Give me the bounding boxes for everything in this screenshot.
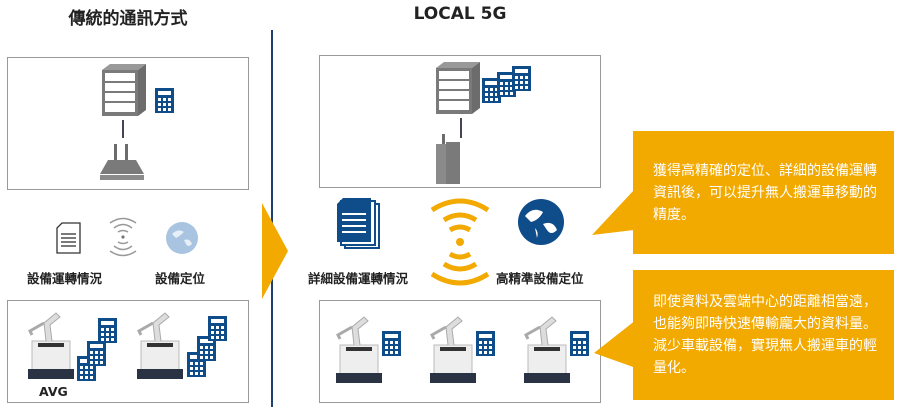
document-icon [56, 222, 81, 254]
right-cloud-box [319, 55, 601, 188]
avg-label: AVG [39, 384, 68, 399]
server-icon [436, 62, 480, 114]
server-icon [102, 64, 146, 116]
connection-line [122, 120, 124, 138]
right-vehicle-box [319, 300, 601, 403]
right-position-label: 高精準設備定位 [496, 271, 584, 286]
calculator-icon [382, 331, 401, 356]
agv-robot-icon [522, 315, 572, 385]
calculator-icon [155, 88, 174, 113]
calculator-icon [208, 316, 227, 341]
router-icon [100, 144, 144, 180]
documents-icon [337, 198, 380, 249]
callout-transfer: 即使資料及雲端中心的距離相當遠，也能夠即時快速傳輸龐大的資料量。減少車載設備，實… [633, 270, 894, 400]
agv-robot-icon [428, 315, 478, 385]
5g-base-station-icon [436, 134, 460, 184]
calculator-icon [98, 318, 117, 343]
left-title: 傳統的通訊方式 [68, 9, 188, 29]
wireless-signal-icon [109, 217, 137, 257]
right-title: LOCAL 5G [413, 4, 507, 24]
callout-pointer [592, 190, 634, 235]
left-cloud-box [7, 57, 249, 190]
callout-pointer [594, 320, 636, 368]
callout-text: 即使資料及雲端中心的距離相當遠，也能夠即時快速傳輸龐大的資料量。減少車載設備，實… [653, 294, 877, 376]
agv-robot-icon [26, 311, 76, 381]
left-position-label: 設備定位 [155, 271, 206, 286]
calculator-icon [512, 66, 531, 91]
5g-signal-icon [430, 198, 490, 286]
right-status-label: 詳細設備運轉情況 [308, 271, 409, 286]
globe-icon [166, 222, 198, 254]
globe-icon [518, 199, 564, 245]
left-status-label: 設備運轉情況 [27, 271, 103, 286]
callout-text: 獲得高精確的定位、詳細的設備運轉資訊後，可以提升無人搬運車移動的精度。 [653, 162, 877, 223]
agv-robot-icon [334, 315, 384, 385]
divider [271, 30, 273, 407]
agv-robot-icon [135, 311, 185, 381]
calculator-icon [570, 331, 589, 356]
callout-precision: 獲得高精確的定位、詳細的設備運轉資訊後，可以提升無人搬運車移動的精度。 [633, 131, 894, 254]
connection-line [460, 118, 462, 138]
left-vehicle-box: AVG [7, 300, 249, 403]
arrow-right-icon [262, 203, 288, 299]
calculator-icon [87, 341, 106, 366]
calculator-icon [476, 331, 495, 356]
